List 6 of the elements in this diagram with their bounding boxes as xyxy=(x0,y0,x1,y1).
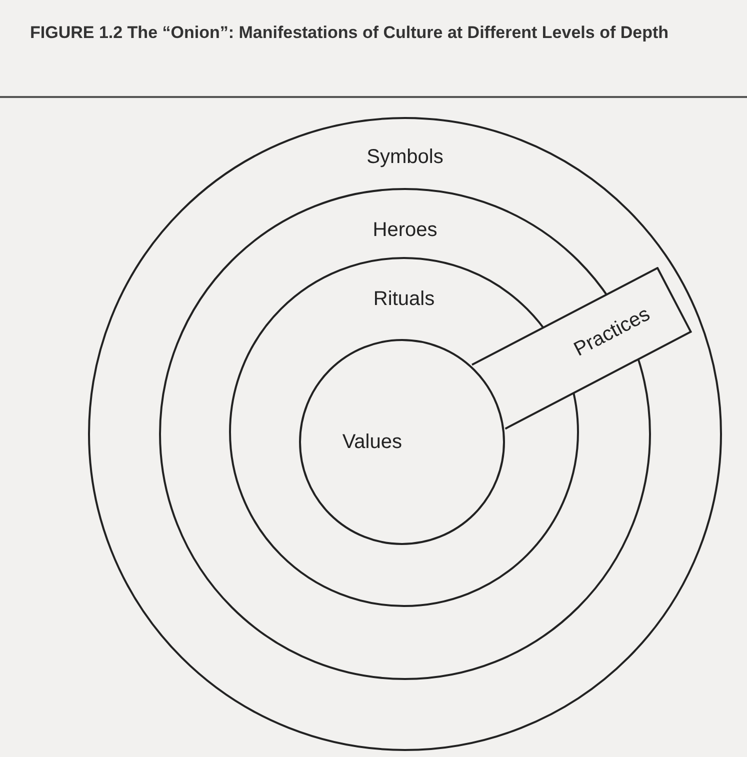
layer-label: Rituals xyxy=(373,287,435,312)
practices-band xyxy=(470,267,692,430)
figure-title: FIGURE 1.2 The “Onion”: Manifestations of Culture at Different Levels of Depth xyxy=(30,22,670,44)
layer-label: Values xyxy=(342,430,402,455)
layer-label: Heroes xyxy=(372,218,438,243)
layer-label: Symbols xyxy=(366,145,444,170)
